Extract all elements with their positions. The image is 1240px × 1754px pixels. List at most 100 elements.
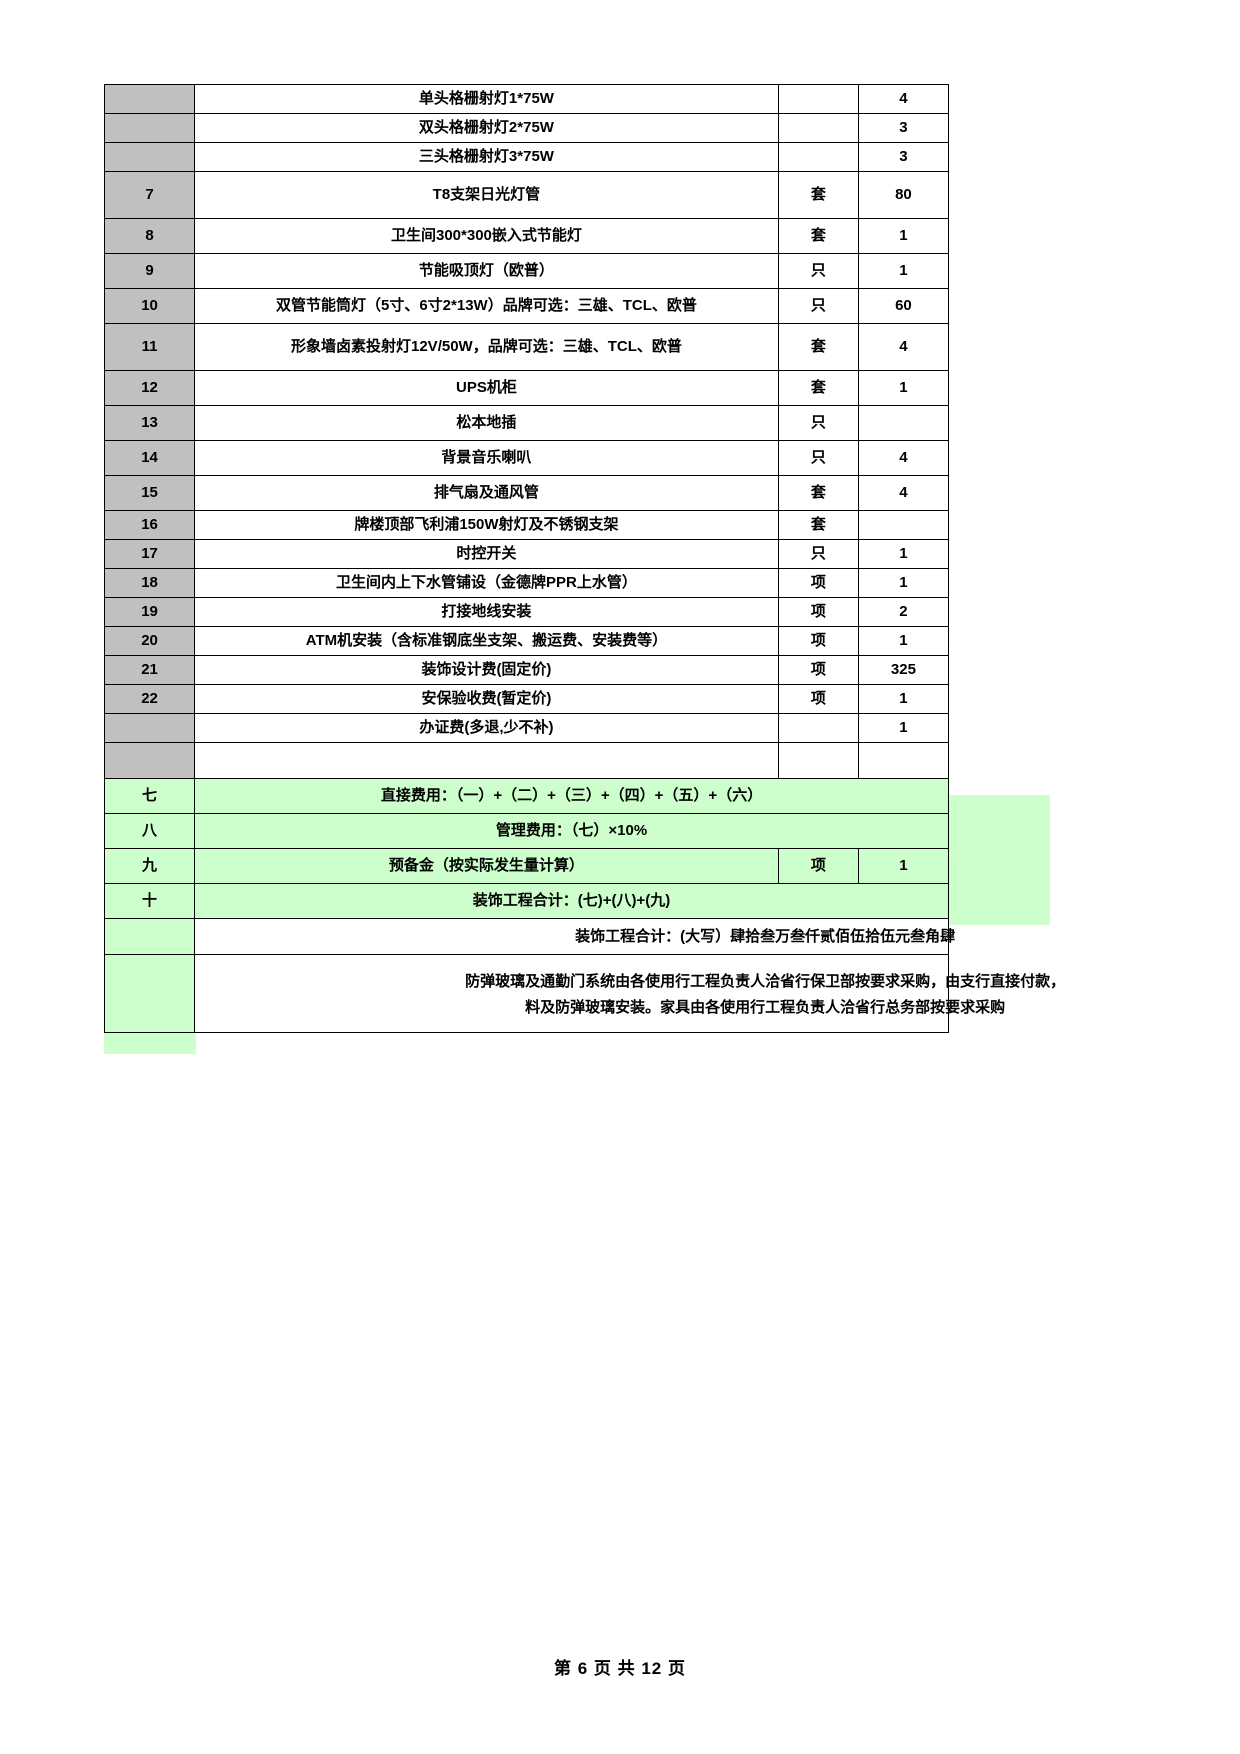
row-unit [777,84,859,114]
row-name: 卫生间内上下水管铺设（金德牌PPR上水管） [194,568,779,598]
summary-row-management-fee: 八 管理费用：（七）×10% [103,813,949,849]
table-row-blank [103,742,950,779]
row-name: 节能吸顶灯（欧普） [194,253,779,289]
table-row: 22 安保验收费(暂定价) 项 1 [103,684,950,714]
row-qty: 1 [857,626,950,656]
row-no [103,142,196,172]
table-row: 20 ATM机安装（含标准钢底坐支架、搬运费、安装费等） 项 1 [103,626,950,656]
summary-name: 装饰工程合计：(七)+(八)+(九) [194,883,949,919]
summary-name: 预备金（按实际发生量计算） [194,848,779,884]
budget-sheet: 单头格栅射灯1*75W 4 双头格栅射灯2*75W 3 三头格栅射灯3*75W … [103,84,1065,1033]
row-qty: 4 [857,84,950,114]
row-qty: 1 [857,539,950,569]
row-no: 8 [103,218,196,254]
summary-no: 九 [103,848,196,884]
summary-no: 十 [103,883,196,919]
row-no: 12 [103,370,196,406]
row-name: 松本地插 [194,405,779,441]
row-no: 20 [103,626,196,656]
row-name: 单头格栅射灯1*75W [194,84,779,114]
summary-no: 八 [103,813,196,849]
table-row: 双头格栅射灯2*75W 3 [103,113,950,143]
note-row: 防弹玻璃及通勤门系统由各使用行工程负责人洽省行保卫部按要求采购，由支行直接付款，… [103,954,1065,1033]
row-qty [857,742,950,779]
summary-name: 直接费用：（一）+（二）+（三）+（四）+（五）+（六） [194,778,949,814]
row-name: 形象墙卤素投射灯12V/50W，品牌可选：三雄、TCL、欧普 [194,323,779,371]
row-unit: 套 [777,218,859,254]
table-row: 单头格栅射灯1*75W 4 [103,84,950,114]
row-qty: 4 [857,475,950,511]
row-unit: 只 [777,405,859,441]
table-row: 18 卫生间内上下水管铺设（金德牌PPR上水管） 项 1 [103,568,950,598]
row-no: 14 [103,440,196,476]
row-no: 10 [103,288,196,324]
row-no: 13 [103,405,196,441]
row-no: 19 [103,597,196,627]
summary-row-reserve-fund: 九 预备金（按实际发生量计算） 项 1 [103,848,950,884]
row-no: 11 [103,323,196,371]
row-no: 16 [103,510,196,540]
row-name: 三头格栅射灯3*75W [194,142,779,172]
row-qty: 1 [857,218,950,254]
summary-qty: 1 [857,848,950,884]
table-row: 16 牌楼顶部飞利浦150W射灯及不锈钢支架 套 [103,510,950,540]
row-name: 背景音乐喇叭 [194,440,779,476]
row-name [194,742,779,779]
row-unit [777,113,859,143]
row-name: UPS机柜 [194,370,779,406]
row-unit: 只 [777,288,859,324]
table-row: 三头格栅射灯3*75W 3 [103,142,950,172]
summary-name: 管理费用：（七）×10% [194,813,949,849]
row-qty: 2 [857,597,950,627]
note-line-2: 料及防弹玻璃安装。家具由各使用行工程负责人洽省行总务部按要求采购 [525,998,1006,1016]
note-cell: 防弹玻璃及通勤门系统由各使用行工程负责人洽省行保卫部按要求采购，由支行直接付款，… [194,954,1065,1033]
row-name: ATM机安装（含标准钢底坐支架、搬运费、安装费等） [194,626,779,656]
row-no [103,742,196,779]
row-unit: 套 [777,475,859,511]
summary-no: 七 [103,778,196,814]
table-row: 7 T8支架日光灯管 套 80 [103,171,950,219]
note-no [103,954,196,1033]
row-name: 打接地线安装 [194,597,779,627]
row-unit [777,742,859,779]
row-no: 22 [103,684,196,714]
row-unit: 套 [777,171,859,219]
row-qty: 1 [857,568,950,598]
table-row: 8 卫生间300*300嵌入式节能灯 套 1 [103,218,950,254]
row-name: 双管节能筒灯（5寸、6寸2*13W）品牌可选：三雄、TCL、欧普 [194,288,779,324]
row-unit: 套 [777,370,859,406]
row-unit: 只 [777,440,859,476]
row-no: 9 [103,253,196,289]
row-qty: 1 [857,684,950,714]
table-row: 14 背景音乐喇叭 只 4 [103,440,950,476]
grand-total-capital-text: 装饰工程合计：(大写）肆拾叁万叁仟贰佰伍拾伍元叁角肆 [575,928,956,945]
grand-total-capital-row: 装饰工程合计：(大写）肆拾叁万叁仟贰佰伍拾伍元叁角肆 [103,918,955,955]
note-line-1: 防弹玻璃及通勤门系统由各使用行工程负责人洽省行保卫部按要求采购，由支行直接付款， [465,973,1066,990]
page-footer: 第 6 页 共 12 页 [554,1659,686,1678]
note-text: 防弹玻璃及通勤门系统由各使用行工程负责人洽省行保卫部按要求采购，由支行直接付款，… [195,955,1240,1032]
row-unit: 项 [777,655,859,685]
budget-table: 单头格栅射灯1*75W 4 双头格栅射灯2*75W 3 三头格栅射灯3*75W … [103,84,1065,1033]
row-unit [777,142,859,172]
row-qty: 1 [857,253,950,289]
row-unit [777,713,859,743]
summary-row-project-total: 十 装饰工程合计：(七)+(八)+(九) [103,883,949,919]
row-qty: 80 [857,171,950,219]
table-row: 11 形象墙卤素投射灯12V/50W，品牌可选：三雄、TCL、欧普 套 4 [103,323,950,371]
row-unit: 项 [777,684,859,714]
row-unit: 项 [777,597,859,627]
row-no: 15 [103,475,196,511]
row-unit: 项 [777,568,859,598]
table-row: 9 节能吸顶灯（欧普） 只 1 [103,253,950,289]
row-qty: 325 [857,655,950,685]
row-no: 18 [103,568,196,598]
row-qty: 4 [857,323,950,371]
row-name: 装饰设计费(固定价) [194,655,779,685]
row-no [103,84,196,114]
row-qty [857,510,950,540]
table-row: 21 装饰设计费(固定价) 项 325 [103,655,950,685]
table-row: 办证费(多退,少不补) 1 [103,713,950,743]
grand-total-no [103,918,196,955]
row-qty: 1 [857,713,950,743]
row-unit: 套 [777,323,859,371]
